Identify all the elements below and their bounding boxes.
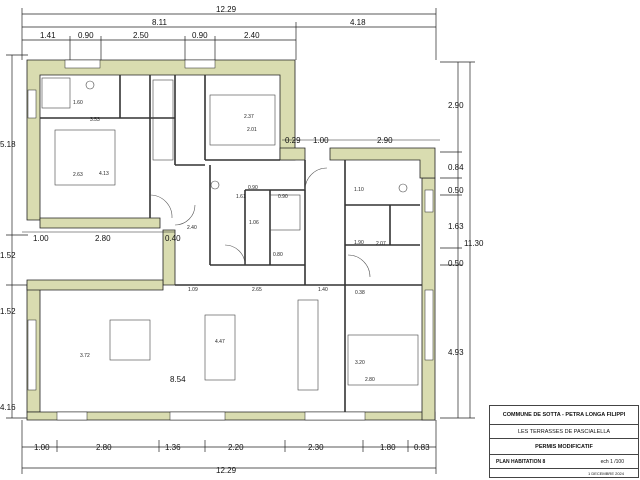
dim-mid-left-3: 0.40 (165, 234, 181, 243)
dim-top-overall: 12.29 (216, 5, 237, 14)
title-block: COMMUNE DE SOTTA - PETRA LONGA FILIPPI L… (489, 405, 639, 478)
dining-table (204, 314, 236, 381)
dim-inner-u: 4.47 (215, 339, 225, 345)
kitchen-counter (297, 299, 319, 391)
dim-right-2: 0.84 (448, 163, 464, 172)
dim-left-3: 1.52 (0, 307, 16, 316)
right-dimensions (440, 61, 475, 419)
dim-top-right-span: 4.18 (350, 18, 366, 27)
dim-top-left-span: 8.11 (152, 18, 168, 27)
toilet-1 (85, 80, 95, 90)
dim-inner-d: 2.01 (247, 127, 257, 133)
dim-bottom-seg-6: 1.80 (380, 443, 396, 452)
dim-right-6: 4.93 (448, 348, 464, 357)
dim-inner-w: 2.80 (365, 377, 375, 383)
dim-left-4: 4.16 (0, 403, 16, 412)
dim-inner-e: 2.63 (73, 172, 83, 178)
dim-bottom-seg-2: 2.80 (96, 443, 112, 452)
title-permit: PERMIS MODIFICATIF (490, 438, 638, 455)
stair-cabinet (152, 79, 174, 161)
dim-inner-n: 1.90 (354, 240, 364, 246)
dim-inner-f: 4.13 (99, 171, 109, 177)
dim-bottom-seg-4: 2.20 (228, 443, 244, 452)
exterior-walls (26, 59, 436, 421)
dim-inner-r: 1.40 (318, 287, 328, 293)
windows (27, 59, 434, 421)
bottom-dimensions (21, 420, 437, 474)
title-plan-row: PLAN HABITATION 8 ech 1 /100 (490, 454, 638, 468)
dim-inner-h: 0.90 (278, 194, 288, 200)
dim-inner-s: 0.38 (355, 290, 365, 296)
bed-1 (54, 129, 116, 186)
title-commune: COMMUNE DE SOTTA - PETRA LONGA FILIPPI (502, 412, 626, 418)
dim-mid-right-3: 2.90 (377, 136, 393, 145)
title-scale: ech 1 /100 (600, 459, 624, 465)
bathtub (41, 77, 71, 109)
dim-bottom-seg-5: 2.30 (308, 443, 324, 452)
interior-walls (40, 75, 422, 412)
title-date: 1 DECEMBRE 2024 (490, 468, 638, 478)
left-dimensions (6, 54, 28, 419)
doors (149, 167, 371, 278)
dim-left-2: 1.52 (0, 251, 16, 260)
dim-mid-right-2: 1.00 (313, 136, 329, 145)
dim-inner-c: 2.37 (244, 114, 254, 120)
dim-mid-left-1: 1.00 (33, 234, 49, 243)
sofa (109, 319, 151, 361)
dim-inner-l: 2.40 (187, 225, 197, 231)
mid-dimensions (22, 139, 440, 233)
dim-bottom-seg-7: 0.83 (414, 443, 430, 452)
dim-inner-o: 2.07 (376, 241, 386, 247)
dim-right-1: 2.90 (448, 101, 464, 110)
bed-2 (209, 94, 276, 146)
furniture (41, 77, 419, 391)
top-dimensions (21, 8, 437, 60)
dim-inner-t: 3.72 (80, 353, 90, 359)
dim-left-1: 5.18 (0, 140, 16, 149)
shower (269, 194, 301, 231)
dim-right-4: 1.63 (448, 222, 464, 231)
dim-inner-g: 0.90 (248, 185, 258, 191)
dim-inner-m: 1.10 (354, 187, 364, 193)
dim-top-seg-3: 2.50 (133, 31, 149, 40)
dim-inner-x: 8.54 (170, 375, 186, 384)
dim-bottom-seg-3: 1.36 (165, 443, 181, 452)
dim-inner-v: 3.20 (355, 360, 365, 366)
dim-top-seg-4: 0.90 (192, 31, 208, 40)
dim-right-overall: 11.30 (464, 239, 484, 248)
dim-inner-q: 2.65 (252, 287, 262, 293)
dim-inner-a: 1.60 (73, 100, 83, 106)
title-project: LES TERRASSES DE PASCIALELLA (490, 424, 638, 439)
dim-right-5: 0.50 (448, 259, 464, 268)
dim-mid-right-1: 0.29 (285, 136, 301, 145)
dim-inner-k: 0.80 (273, 252, 283, 258)
dim-inner-p: 1.09 (188, 287, 198, 293)
dim-top-seg-5: 2.40 (244, 31, 260, 40)
dim-mid-left-2: 2.80 (95, 234, 111, 243)
toilet-2 (398, 183, 408, 193)
dim-inner-i: 1.61 (236, 194, 246, 200)
dim-inner-j: 1.06 (249, 220, 259, 226)
dim-inner-b: 3.53 (90, 117, 100, 123)
dim-top-seg-1: 1.41 (40, 31, 56, 40)
dim-bottom-seg-1: 1.00 (34, 443, 50, 452)
title-plan: PLAN HABITATION 8 (496, 459, 546, 465)
dim-bottom-overall: 12.29 (216, 466, 237, 475)
dim-top-seg-2: 0.90 (78, 31, 94, 40)
dim-right-3: 0.50 (448, 186, 464, 195)
bed-3 (347, 334, 419, 386)
sink-1 (210, 180, 220, 190)
